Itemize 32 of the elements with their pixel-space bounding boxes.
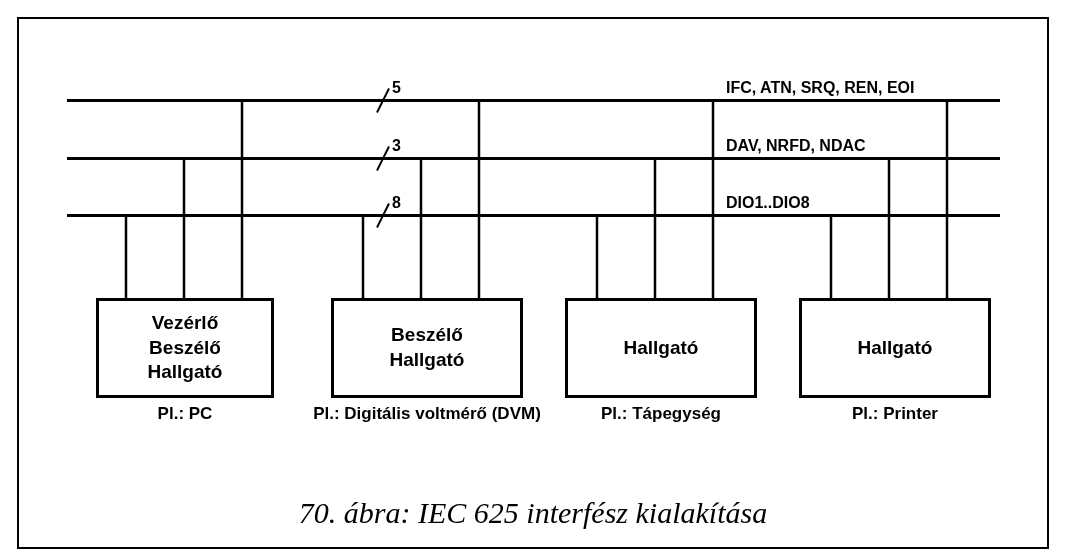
device-example: Pl.: PC: [156, 404, 214, 425]
device-box: [96, 298, 274, 398]
bus-connection-line: [124, 217, 128, 298]
signal-names: DIO1..DIO8: [726, 195, 810, 211]
bus-connection-line: [361, 217, 365, 298]
device-role: Beszélő Hallgató: [388, 323, 466, 372]
device-box: [331, 298, 523, 398]
figure-caption: 70. ábra: IEC 625 interfész kialakítása: [297, 496, 769, 530]
device-box: [799, 298, 991, 398]
device-role: Hallgató: [622, 335, 700, 360]
bus-connection-line: [419, 160, 423, 298]
device-role: Vezérlő Beszélő Hallgató: [146, 310, 224, 385]
bus-connection-line: [711, 102, 715, 298]
device-role: Hallgató: [856, 335, 934, 360]
device-example: Pl.: Printer: [851, 404, 939, 425]
line-count: 5: [392, 80, 401, 96]
bus-connection-line: [653, 160, 657, 298]
bus-connection-line: [829, 217, 833, 298]
line-count: 3: [392, 138, 401, 154]
bus-connection-line: [945, 102, 949, 298]
device-example: Pl.: Digitális voltmérő (DVM): [312, 404, 542, 425]
bus-connection-line: [240, 102, 244, 298]
device-example: Pl.: Tápegység: [600, 404, 722, 425]
bus-line: [67, 214, 1000, 217]
bus-connection-line: [595, 217, 599, 298]
bus-connection-line: [477, 102, 481, 298]
bus-connection-line: [887, 160, 891, 298]
device-box: [565, 298, 757, 398]
bus-line: [67, 99, 1000, 102]
line-count: 8: [392, 195, 401, 211]
bus-line: [67, 157, 1000, 160]
bus-connection-line: [182, 160, 186, 298]
